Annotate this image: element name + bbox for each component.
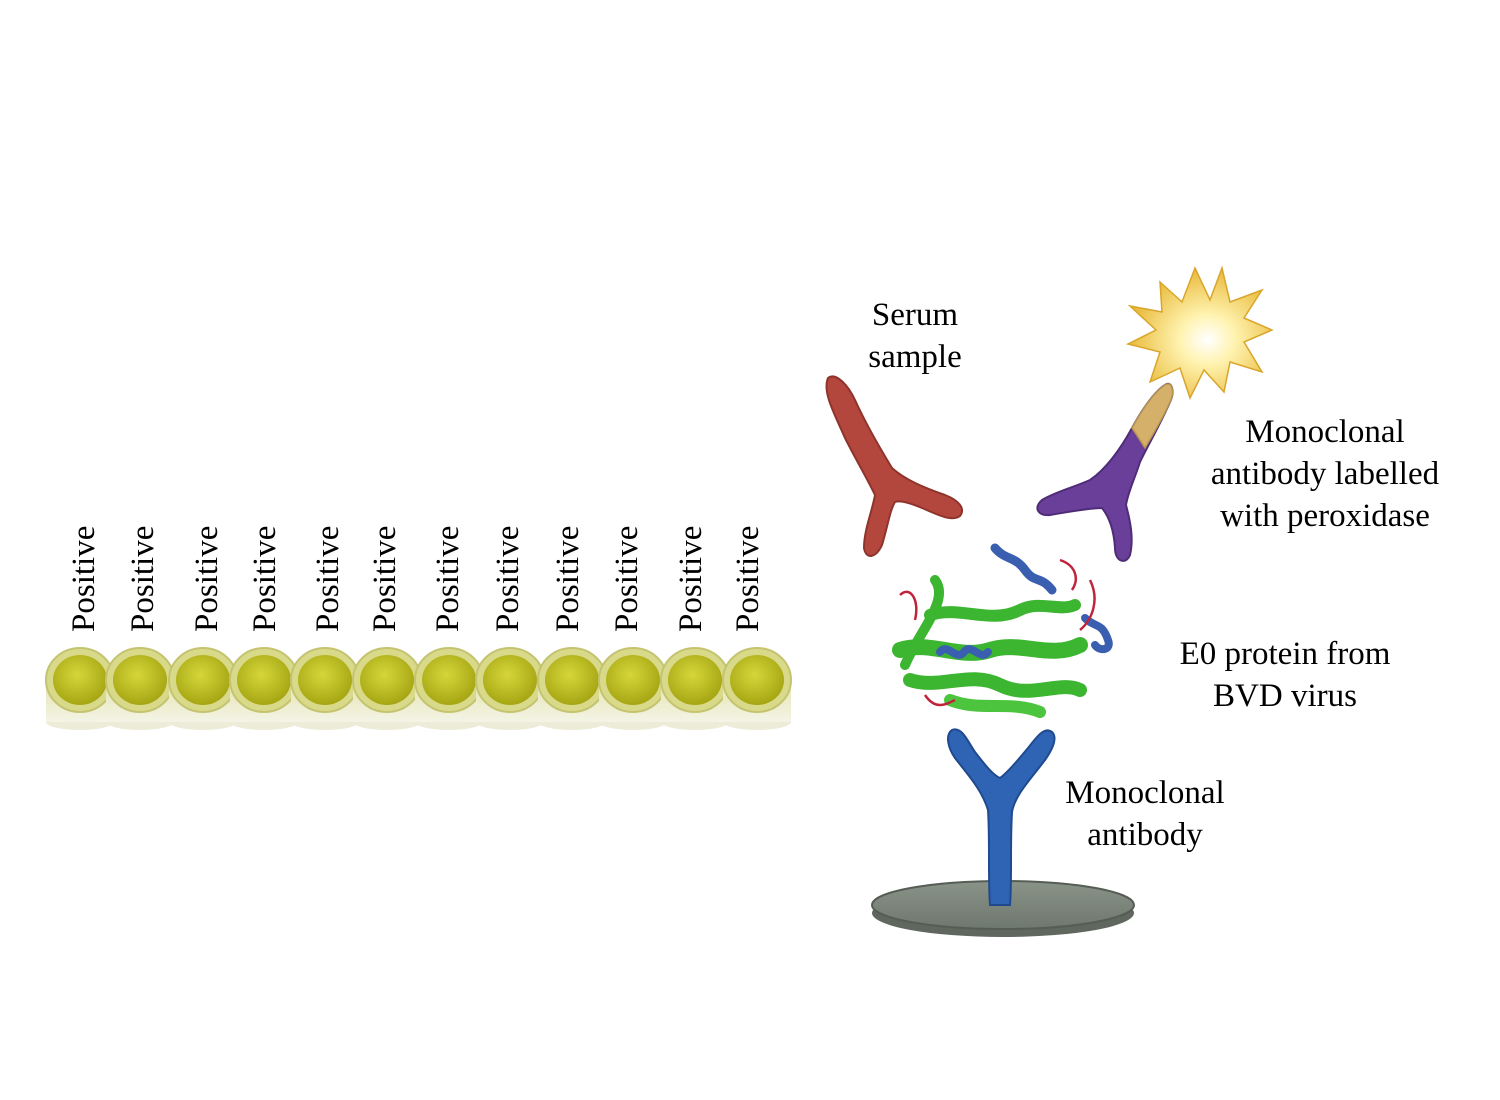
well: [105, 647, 175, 730]
well: [537, 647, 607, 730]
well: [229, 647, 299, 730]
peroxidase-star: [1125, 265, 1274, 400]
well: [598, 647, 668, 730]
well: [414, 647, 484, 730]
serum-antibody: [825, 375, 964, 557]
e0-protein: [892, 543, 1113, 718]
well: [290, 647, 360, 730]
well: [168, 647, 238, 730]
well: [475, 647, 545, 730]
well: [45, 647, 115, 730]
well-strip: [45, 647, 792, 730]
labelled-antibody-tip: [1131, 383, 1174, 450]
well: [660, 647, 730, 730]
well: [352, 647, 422, 730]
capture-antibody: [947, 728, 1056, 906]
well: [722, 647, 792, 730]
